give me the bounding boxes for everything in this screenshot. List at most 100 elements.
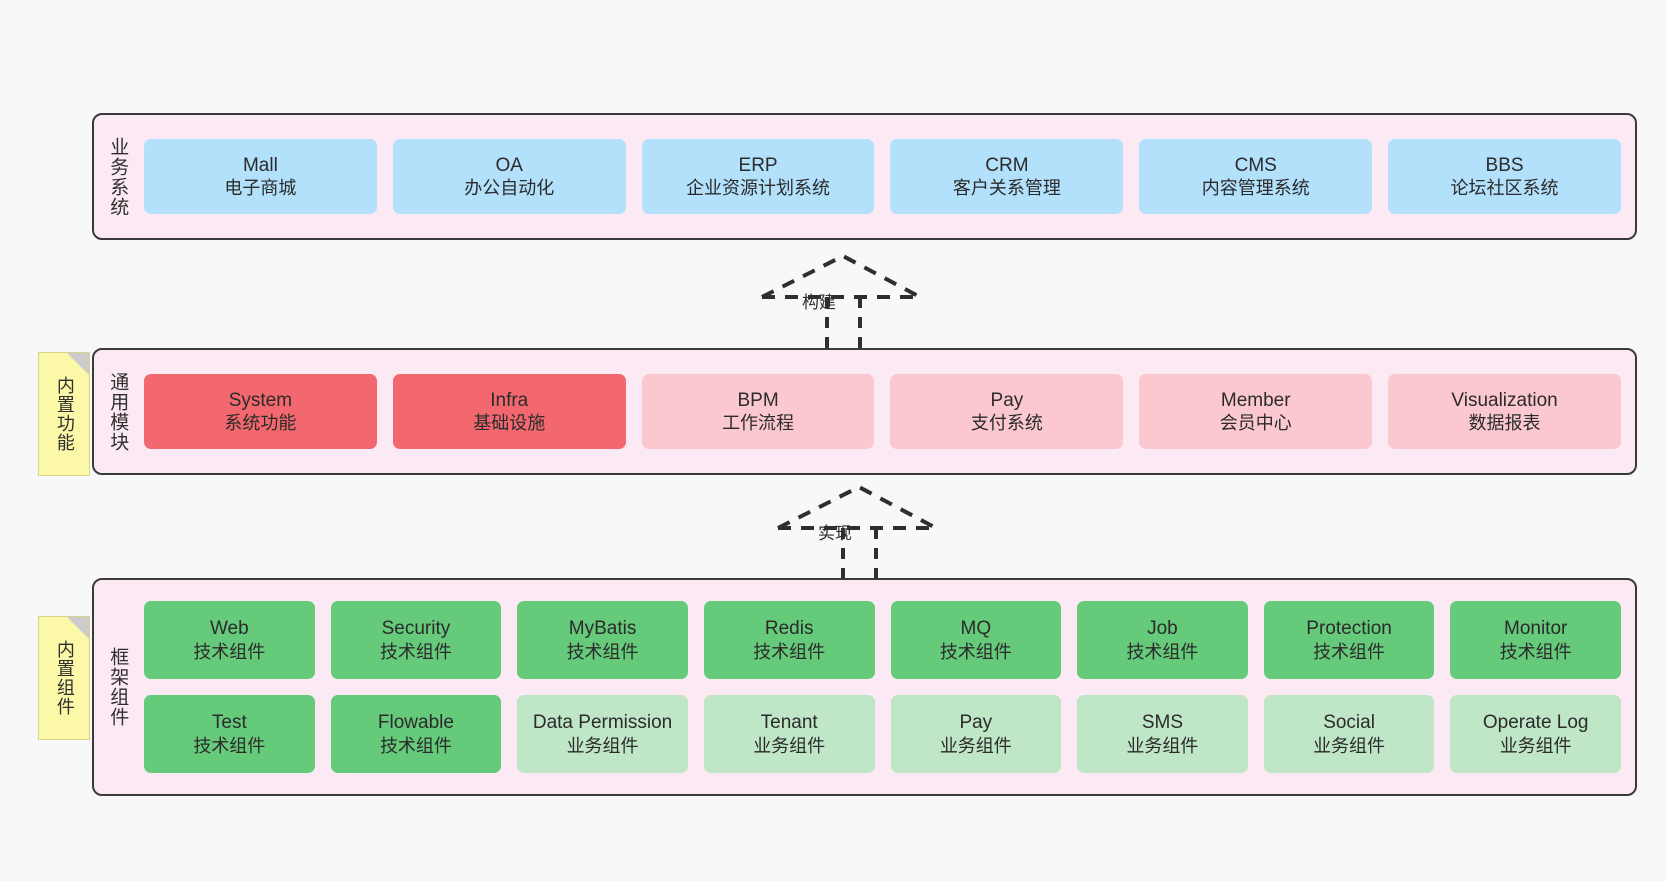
layer-title-business: 业务系统 — [107, 136, 129, 217]
layer-body-business: Mall 电子商城 OA 办公自动化 ERP 企业资源计划系统 CRM 客户关系… — [140, 115, 1635, 238]
node-title: BPM — [737, 389, 779, 411]
node-subtitle: 系统功能 — [224, 413, 297, 434]
node-tenant[interactable]: Tenant 业务组件 — [703, 695, 875, 773]
node-title: Monitor — [1504, 618, 1568, 640]
node-title: BBS — [1485, 154, 1524, 176]
node-crm[interactable]: CRM 客户关系管理 — [890, 139, 1124, 214]
node-visualization[interactable]: Visualization 数据报表 — [1388, 374, 1621, 449]
node-subtitle: 业务组件 — [1313, 735, 1386, 756]
node-title: MQ — [960, 618, 992, 640]
node-pay-module[interactable]: Pay 支付系统 — [890, 374, 1124, 449]
node-subtitle: 技术组件 — [193, 735, 266, 756]
node-subtitle: 技术组件 — [939, 641, 1012, 662]
node-system[interactable]: System 系统功能 — [144, 374, 377, 449]
node-monitor[interactable]: Monitor 技术组件 — [1450, 601, 1621, 679]
node-web[interactable]: Web 技术组件 — [144, 601, 315, 679]
node-job[interactable]: Job 技术组件 — [1077, 601, 1248, 679]
node-title: Web — [209, 618, 249, 640]
node-subtitle: 办公自动化 — [464, 178, 555, 199]
node-title: OA — [495, 154, 523, 176]
node-title: Pay — [990, 389, 1024, 411]
node-subtitle: 业务组件 — [939, 735, 1012, 756]
node-subtitle: 论坛社区系统 — [1450, 178, 1559, 199]
node-title: Test — [211, 712, 247, 734]
node-subtitle: 内容管理系统 — [1201, 178, 1310, 199]
node-subtitle: 客户关系管理 — [952, 178, 1061, 199]
node-row: Test 技术组件 Flowable 技术组件 Data Permission … — [144, 695, 1621, 773]
layer-body-common: System 系统功能 Infra 基础设施 BPM 工作流程 Pay 支付系统… — [140, 350, 1635, 473]
node-title: Security — [381, 618, 451, 640]
node-subtitle: 基础设施 — [473, 413, 546, 434]
connector-build-label: 构建 — [802, 293, 836, 312]
node-member[interactable]: Member 会员中心 — [1139, 374, 1373, 449]
node-subtitle: 工作流程 — [722, 413, 795, 434]
node-row: Web 技术组件 Security 技术组件 MyBatis 技术组件 Redi… — [144, 601, 1621, 679]
node-title: Flowable — [377, 712, 454, 734]
node-mq[interactable]: MQ 技术组件 — [890, 601, 1062, 679]
node-cms[interactable]: CMS 内容管理系统 — [1139, 139, 1373, 214]
node-test[interactable]: Test 技术组件 — [144, 695, 315, 773]
node-mybatis[interactable]: MyBatis 技术组件 — [517, 601, 688, 679]
node-title: Mall — [242, 154, 278, 176]
node-title: CRM — [985, 154, 1029, 176]
node-subtitle: 技术组件 — [1499, 641, 1572, 662]
node-title: Infra — [490, 389, 529, 411]
node-subtitle: 技术组件 — [753, 641, 826, 662]
layer-business-systems: 业务系统 Mall 电子商城 OA 办公自动化 ERP 企业资源计划系统 CRM… — [92, 113, 1637, 240]
node-title: Protection — [1306, 618, 1392, 640]
node-redis[interactable]: Redis 技术组件 — [703, 601, 875, 679]
node-title: Job — [1147, 618, 1178, 640]
node-title: Data Permission — [532, 712, 673, 734]
node-subtitle: 业务组件 — [1126, 735, 1199, 756]
node-row: System 系统功能 Infra 基础设施 BPM 工作流程 Pay 支付系统… — [144, 374, 1621, 449]
node-title: ERP — [738, 154, 778, 176]
node-security[interactable]: Security 技术组件 — [330, 601, 502, 679]
node-title: Member — [1220, 389, 1291, 411]
layer-title-frame: 框架组件 — [107, 647, 129, 727]
node-flowable[interactable]: Flowable 技术组件 — [330, 695, 502, 773]
generalization-triangle-icon — [761, 253, 921, 299]
layer-framework-components: 框架组件 Web 技术组件 Security 技术组件 MyBatis 技术组件… — [92, 578, 1637, 796]
node-data-permission[interactable]: Data Permission 业务组件 — [517, 695, 688, 773]
node-subtitle: 技术组件 — [566, 641, 639, 662]
node-bbs[interactable]: BBS 论坛社区系统 — [1388, 139, 1621, 214]
node-sms[interactable]: SMS 业务组件 — [1077, 695, 1248, 773]
node-social[interactable]: Social 业务组件 — [1263, 695, 1435, 773]
node-oa[interactable]: OA 办公自动化 — [392, 139, 626, 214]
node-subtitle: 业务组件 — [753, 735, 826, 756]
node-subtitle: 技术组件 — [379, 735, 452, 756]
layer-common-modules: 通用模块 System 系统功能 Infra 基础设施 BPM 工作流程 Pay… — [92, 348, 1637, 475]
node-subtitle: 技术组件 — [379, 641, 452, 662]
node-title: CMS — [1234, 154, 1277, 176]
node-subtitle: 数据报表 — [1468, 413, 1541, 434]
node-subtitle: 企业资源计划系统 — [686, 178, 831, 199]
node-protection[interactable]: Protection 技术组件 — [1263, 601, 1435, 679]
node-title: Operate Log — [1482, 712, 1589, 734]
node-erp[interactable]: ERP 企业资源计划系统 — [641, 139, 875, 214]
node-title: Visualization — [1451, 389, 1558, 411]
node-pay-component[interactable]: Pay 业务组件 — [890, 695, 1062, 773]
node-subtitle: 电子商城 — [224, 178, 297, 199]
node-subtitle: 技术组件 — [1313, 641, 1386, 662]
node-title: Redis — [764, 618, 814, 640]
layer-title-common: 通用模块 — [107, 371, 129, 452]
node-operate-log[interactable]: Operate Log 业务组件 — [1450, 695, 1621, 773]
node-title: System — [228, 389, 293, 411]
note-builtin-features: 内置功能 — [38, 352, 90, 476]
connector-build: 构建 — [752, 252, 922, 352]
node-subtitle: 业务组件 — [566, 735, 639, 756]
layer-body-frame: Web 技术组件 Security 技术组件 MyBatis 技术组件 Redi… — [140, 580, 1635, 794]
node-title: Pay — [959, 712, 993, 734]
node-subtitle: 业务组件 — [1499, 735, 1572, 756]
node-bpm[interactable]: BPM 工作流程 — [641, 374, 875, 449]
generalization-triangle-icon — [777, 484, 937, 530]
node-title: Tenant — [760, 712, 818, 734]
note-builtin-components: 内置组件 — [38, 616, 90, 740]
node-infra[interactable]: Infra 基础设施 — [392, 374, 626, 449]
node-row: Mall 电子商城 OA 办公自动化 ERP 企业资源计划系统 CRM 客户关系… — [144, 139, 1621, 214]
node-subtitle: 会员中心 — [1219, 413, 1292, 434]
node-title: MyBatis — [568, 618, 637, 640]
connector-implement-label: 实现 — [818, 524, 852, 543]
node-mall[interactable]: Mall 电子商城 — [144, 139, 377, 214]
